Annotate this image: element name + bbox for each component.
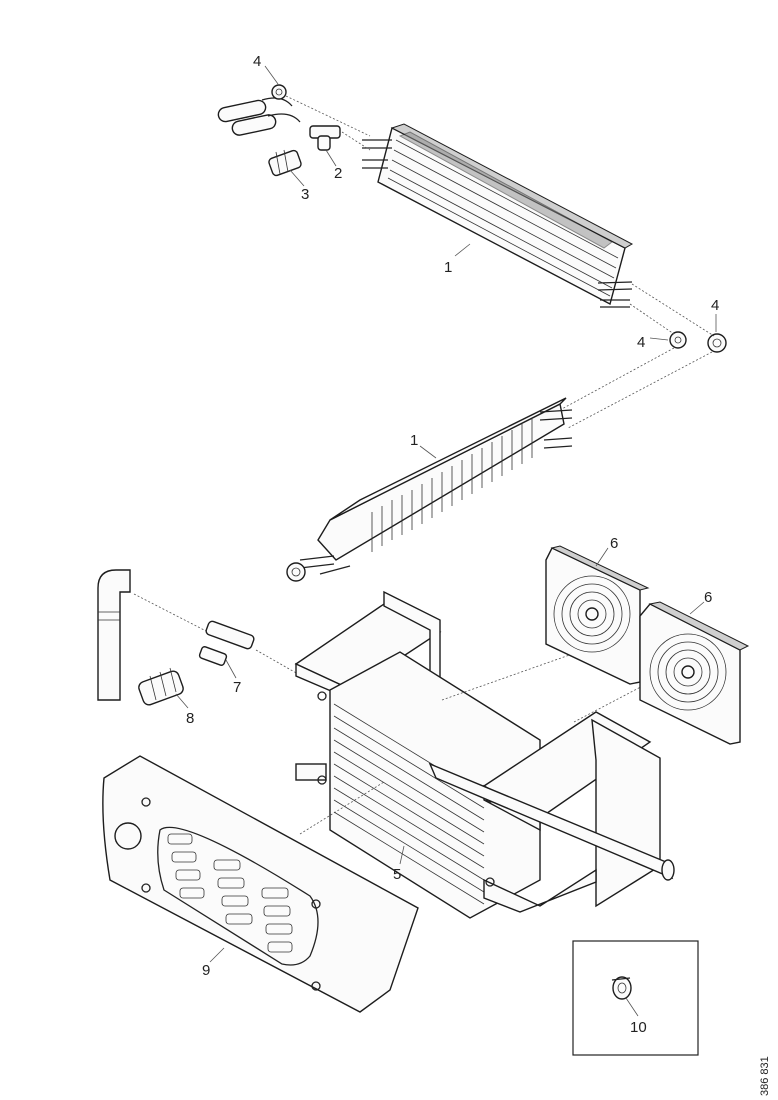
reference-code: 386 831 <box>759 1056 771 1096</box>
clamp-4-top <box>271 84 287 100</box>
callout-3: 3 <box>301 186 309 203</box>
fan-front <box>639 601 750 745</box>
heat-exchanger-frame <box>294 590 675 919</box>
callout-5: 5 <box>393 866 401 883</box>
clamp-4-right <box>707 333 727 353</box>
clamp-4-mid <box>669 331 687 349</box>
callout-4-mid: 4 <box>637 334 645 351</box>
hose-fittings-top <box>217 84 371 177</box>
grille-slots <box>157 826 319 966</box>
detail-inset <box>572 940 699 1056</box>
callout-10: 10 <box>630 1019 647 1036</box>
callout-9: 9 <box>202 962 210 979</box>
callout-8: 8 <box>186 710 194 727</box>
label-leaders <box>175 65 717 1017</box>
tee-fitting-7 <box>198 620 255 666</box>
callout-7: 7 <box>233 679 241 696</box>
callout-6-front: 6 <box>704 589 712 606</box>
fan-rear <box>545 545 650 685</box>
grommet-10 <box>611 976 632 1000</box>
front-cover-grille <box>102 755 419 1013</box>
callout-1-lower: 1 <box>410 432 418 449</box>
callout-4-right: 4 <box>711 297 719 314</box>
elbow-pipe <box>97 569 131 701</box>
valve-8 <box>138 667 184 706</box>
callout-1-upper: 1 <box>444 259 452 276</box>
callout-4-top: 4 <box>253 53 261 70</box>
heater-core-lower <box>286 397 573 582</box>
heater-core-upper <box>362 123 634 308</box>
valve-3 <box>268 149 302 177</box>
callout-2: 2 <box>334 165 342 182</box>
callout-6-rear: 6 <box>610 535 618 552</box>
tee-fitting-2 <box>309 125 341 151</box>
